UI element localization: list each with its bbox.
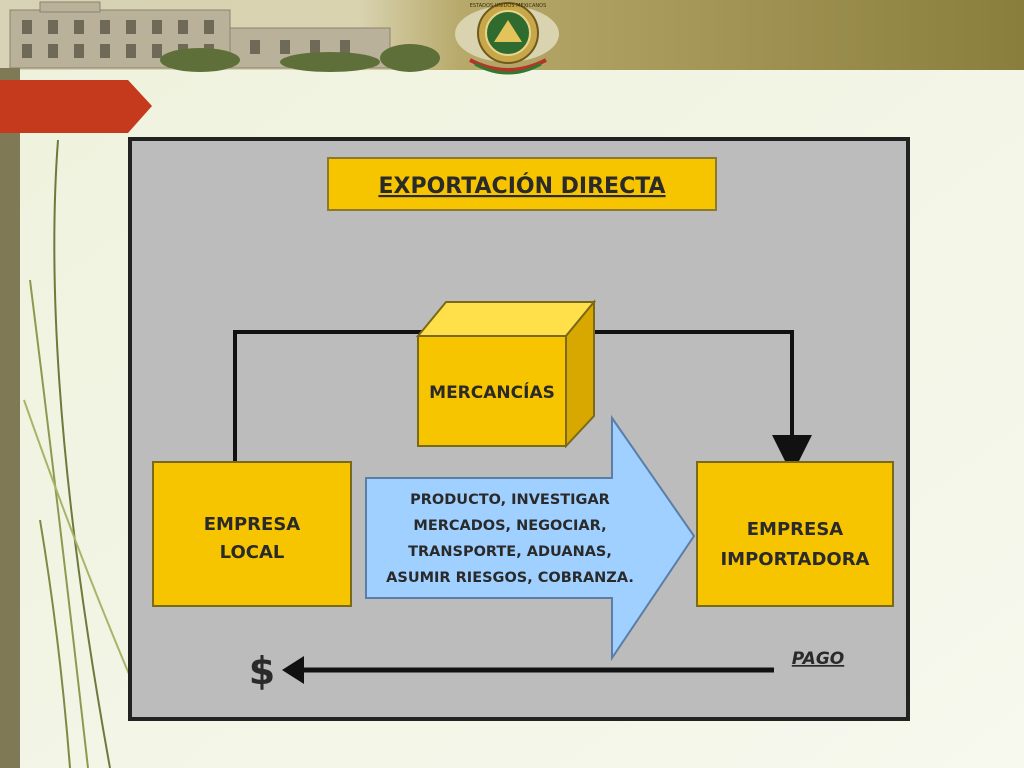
tasks-line4: ASUMIR RIESGOS, COBRANZA. [386,570,634,586]
importer-company-line1: EMPRESA [747,519,844,540]
payment-label: PAGO [792,649,844,669]
currency-symbol: $ [249,649,275,693]
payment-arrow-head [282,656,304,684]
local-company-box [152,461,352,607]
tasks-line2: MERCADOS, NEGOCIAR, [413,518,606,534]
trees-image [160,44,440,72]
decorative-lines [23,139,141,768]
seal-text: ESTADOS UNIDOS MEXICANOS [470,3,547,9]
left-sidebar-bar [0,68,20,768]
local-company-line1: EMPRESA [204,514,301,535]
header-banner: ESTADOS UNIDOS MEXICANOS [0,0,1024,75]
merchandise-cube: MERCANCÍAS [415,299,597,449]
local-company-line2: LOCAL [220,542,285,563]
university-seal: ESTADOS UNIDOS MEXICANOS [455,2,559,75]
diagram-title: EXPORTACIÓN DIRECTA [378,173,665,199]
importer-company-line2: IMPORTADORA [720,549,869,570]
seal-pyramid-icon [494,20,522,42]
tasks-line3: TRANSPORTE, ADUANAS, [408,544,612,560]
diagram-panel: EXPORTACIÓN DIRECTA MERCANCÍAS EMPRESA L… [128,137,910,721]
importer-company-box [696,461,894,607]
red-chevron-marker [0,80,152,133]
tasks-line1: PRODUCTO, INVESTIGAR [410,492,610,508]
tasks-arrow [365,414,696,662]
title-box [327,157,717,211]
seal-ribbon [469,58,547,72]
goods-label: MERCANCÍAS [429,381,555,403]
